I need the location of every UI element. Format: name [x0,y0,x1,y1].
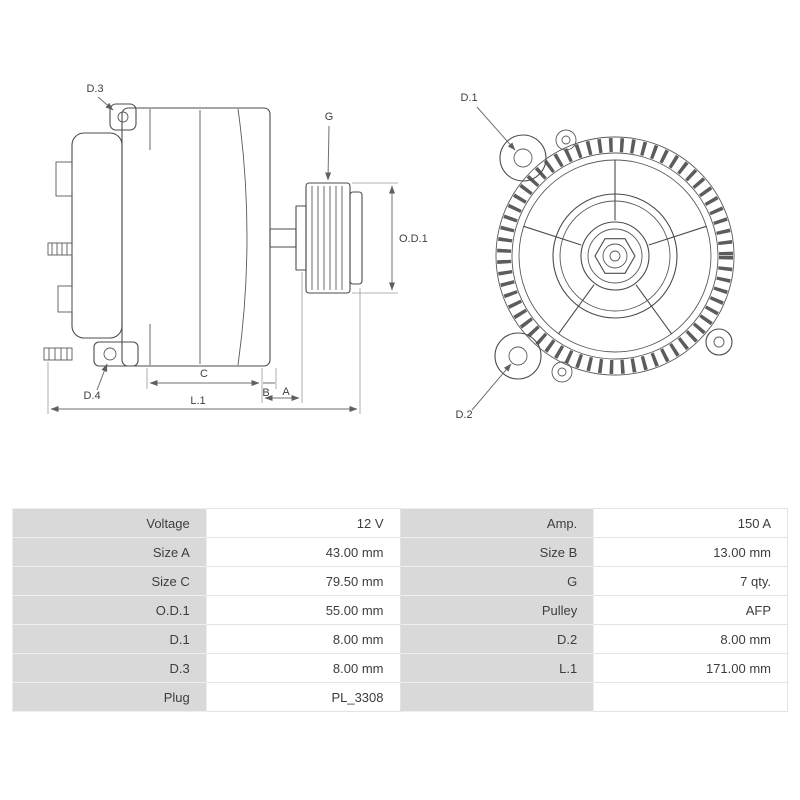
spec-value: 171.00 mm [593,653,788,683]
spec-label: O.D.1 [12,595,207,625]
spec-value: 13.00 mm [593,537,788,567]
shaft-circle [602,243,628,269]
spec-label: D.2 [399,624,595,654]
pulley-front-outer [552,193,678,319]
spec-value: 12 V [205,508,401,538]
spec-value: 55.00 mm [205,595,401,625]
outer-ring [495,136,735,376]
leader-d1 [476,106,516,151]
mount-ear-top-left [499,134,547,182]
spec-row: D.1 8.00 mm D.2 8.00 mm [12,624,788,654]
pulley-front-inner [559,200,671,312]
leader-d2 [471,363,512,411]
spec-row: Voltage 12 V Amp. 150 A [12,508,788,538]
spec-value: 43.00 mm [205,537,401,567]
leader-d4 [96,363,108,391]
hub-inner [587,228,643,284]
spec-label [399,682,595,712]
rim-bolt-holes [551,129,733,383]
spec-label: Plug [12,682,207,712]
spec-value [593,682,788,712]
shaft-center [609,250,621,262]
dim-label-d1: D.1 [460,92,477,104]
spec-label: Voltage [12,508,207,538]
rear-housing [71,132,123,339]
main-body [121,107,271,367]
spec-table: Voltage 12 V Amp. 150 A Size A 43.00 mm … [12,508,788,712]
spec-row: Size A 43.00 mm Size B 13.00 mm [12,537,788,567]
dim-label-a: A [282,386,290,398]
spec-row: Plug PL_3308 [12,682,788,712]
shaft-nut-hex [594,238,636,274]
spec-row: Size C 79.50 mm G 7 qty. [12,566,788,596]
terminal-stud-top [47,242,73,256]
spec-label: D.3 [12,653,207,683]
spec-value: 79.50 mm [205,566,401,596]
spec-value: PL_3308 [205,682,401,712]
mount-lug-bottom [93,341,139,367]
technical-drawing: D.3 G O.D.1 D.4 C B A [43,83,735,421]
terminal-stud-bottom [43,347,73,361]
spec-label: D.1 [12,624,207,654]
hub-outer [580,221,650,291]
spec-label: G [399,566,595,596]
bracket-arms [523,159,707,335]
front-view-dimensions: D.1 D.2 [455,92,516,421]
spec-label: Size B [399,537,595,567]
spec-value: 7 qty. [593,566,788,596]
spec-value: AFP [593,595,788,625]
cooling-fins-ring [497,138,733,374]
dim-label-l1: L.1 [190,395,205,407]
leader-g [325,125,332,181]
shaft [269,228,297,248]
dim-label-d3: D.3 [86,83,103,95]
dim-label-d4: D.4 [83,390,100,402]
side-view-dimensions: D.3 G O.D.1 D.4 C B A [47,83,428,414]
rear-housing-detail-2 [57,285,73,313]
spec-label: L.1 [399,653,595,683]
spec-label: Size A [12,537,207,567]
dim-label-d2: D.2 [455,409,472,421]
dim-label-g: G [325,111,334,123]
mount-lug-top [109,103,137,131]
rear-housing-detail [55,161,73,197]
inner-ring [511,152,719,360]
spec-label: Size C [12,566,207,596]
spec-row: O.D.1 55.00 mm Pulley AFP [12,595,788,625]
leader-d3 [97,96,114,111]
spec-value: 150 A [593,508,788,538]
spec-value: 8.00 mm [205,653,401,683]
spec-value: 8.00 mm [593,624,788,654]
side-view-drawing [43,103,363,367]
body-contour-curve [237,108,248,366]
front-view-drawing [494,129,735,383]
spec-label: Amp. [399,508,595,538]
spec-value: 8.00 mm [205,624,401,654]
spec-label: Pulley [399,595,595,625]
dim-label-c: C [200,368,208,380]
dim-label-od1: O.D.1 [399,233,428,245]
dim-label-b: B [262,387,269,399]
pulley-side [295,182,363,294]
mount-ear-bottom-left [494,332,542,380]
spec-row: D.3 8.00 mm L.1 171.00 mm [12,653,788,683]
